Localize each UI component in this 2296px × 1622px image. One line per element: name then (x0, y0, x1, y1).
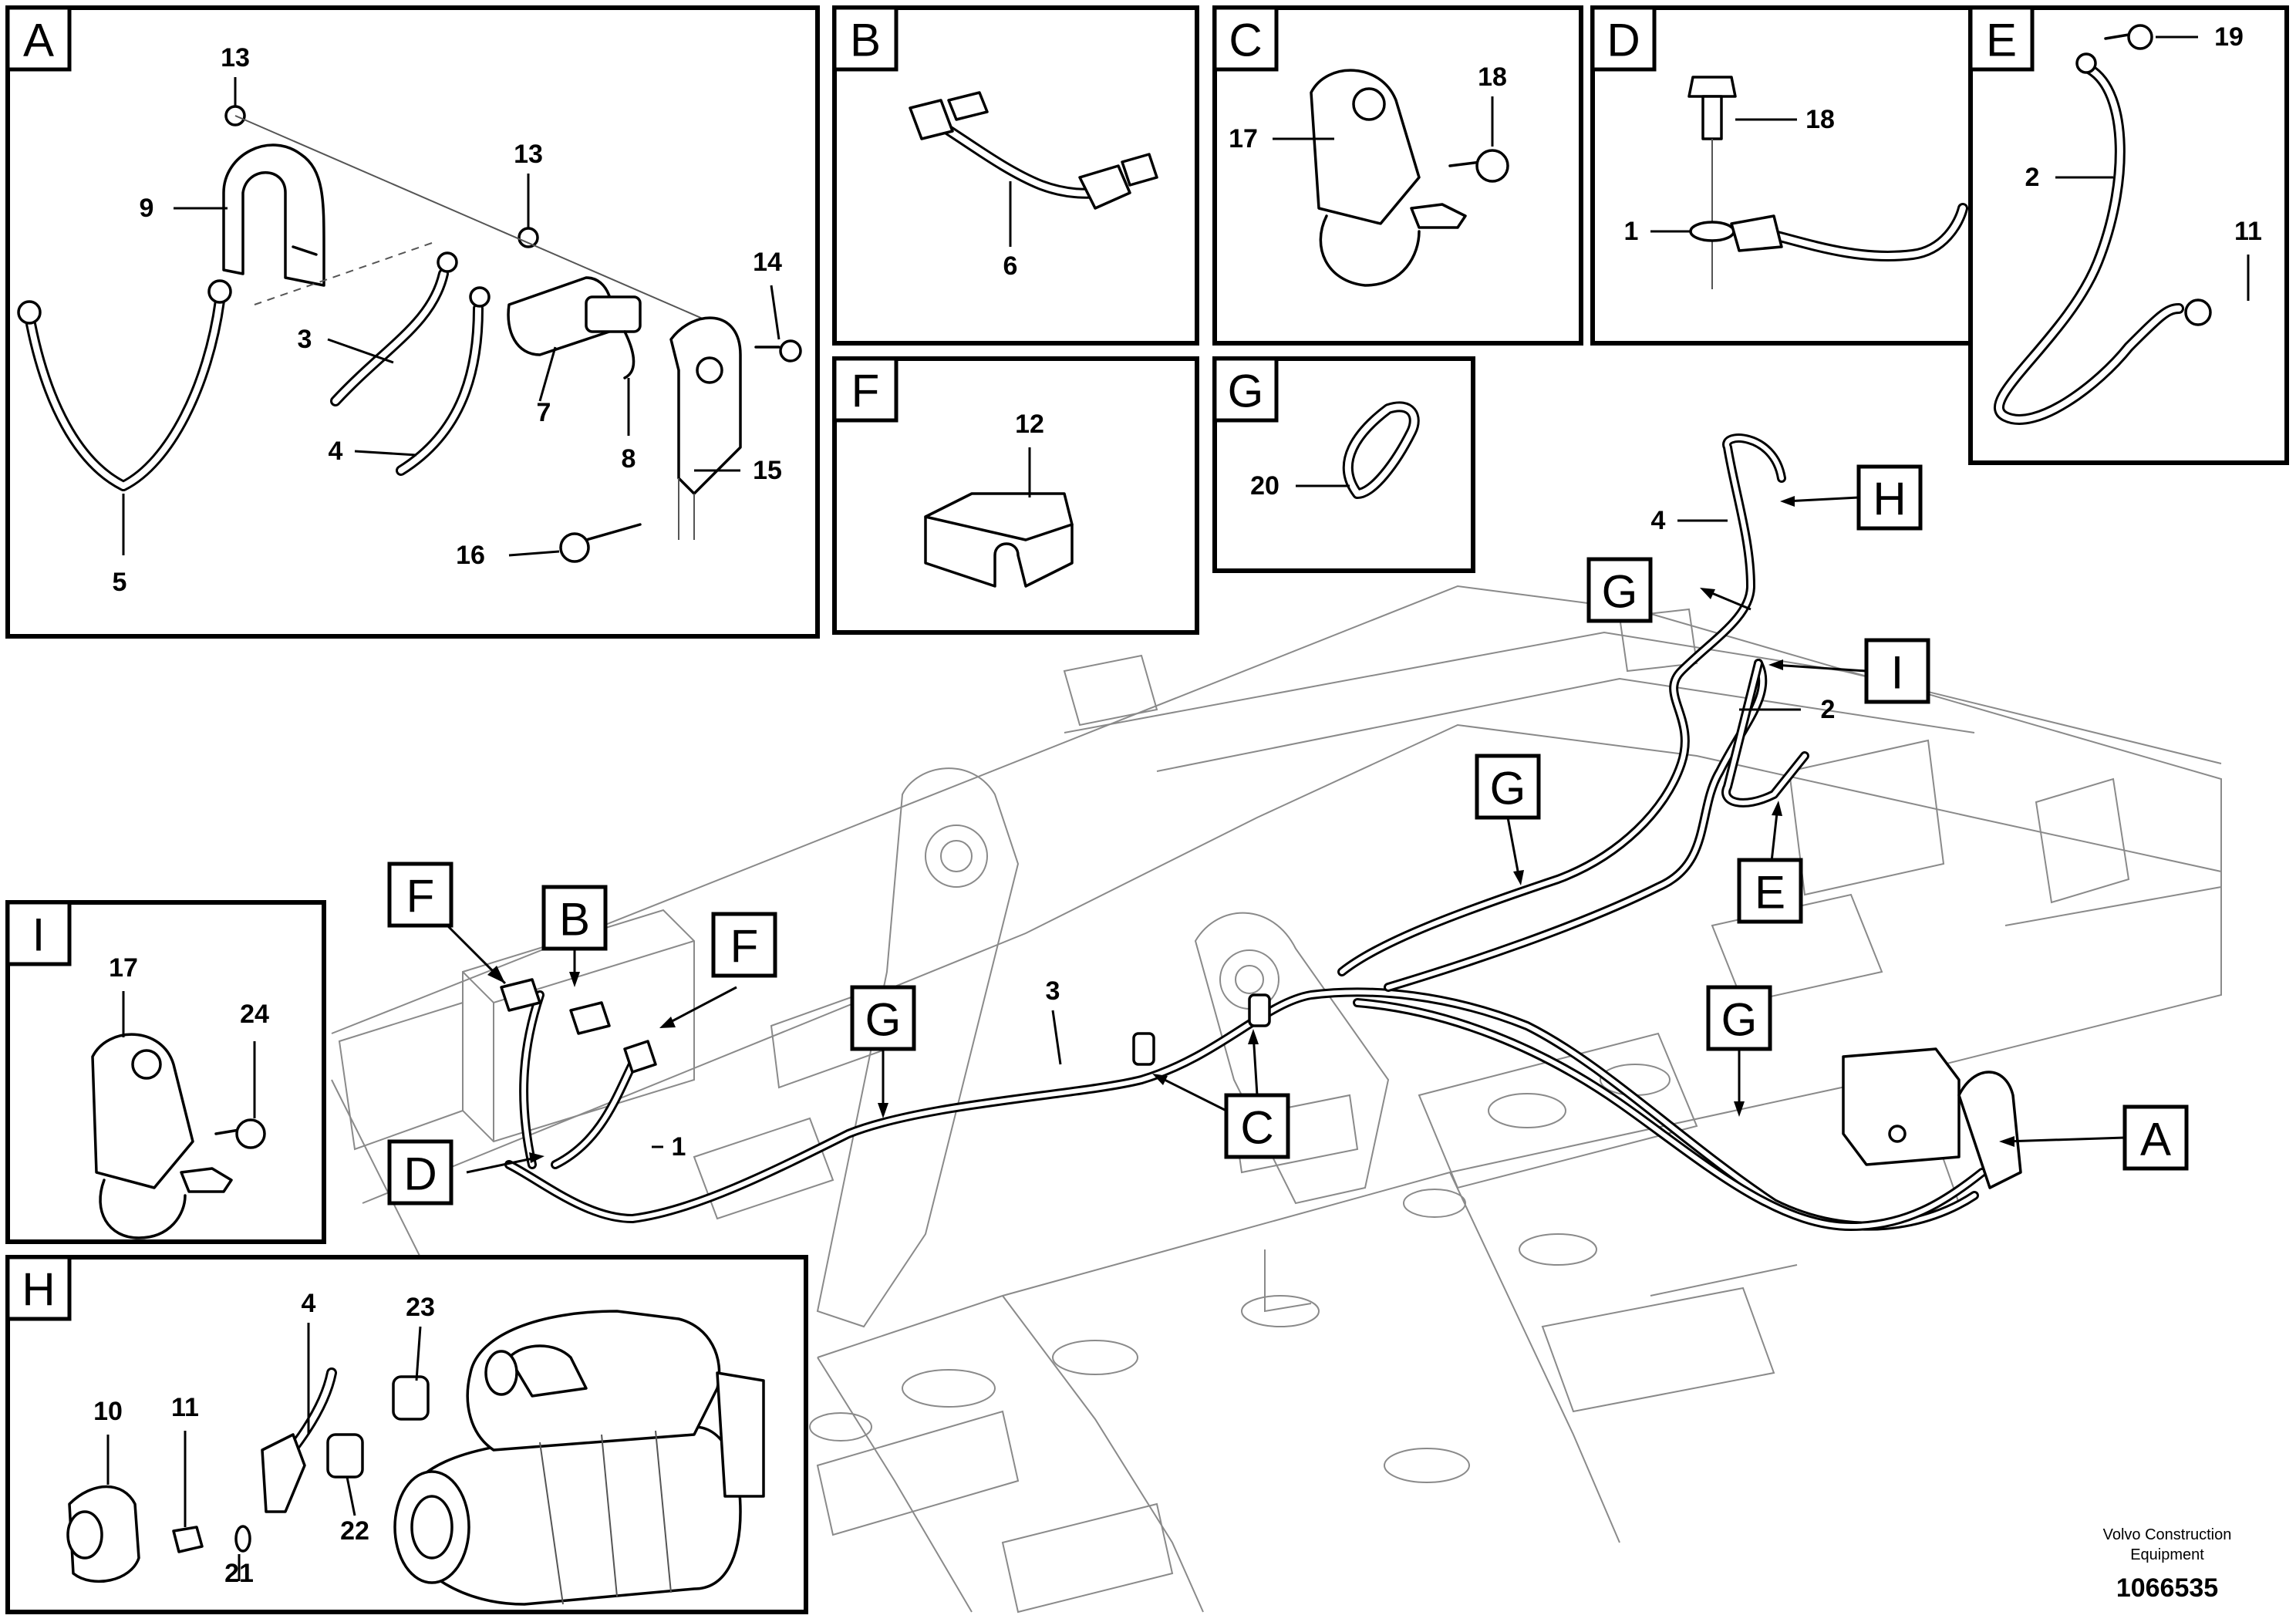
label-2: 2 (1821, 695, 1836, 724)
panel-h-tag: H (22, 1264, 55, 1316)
panel-f-tag: F (851, 366, 880, 417)
footer-block: Volvo Construction Equipment 1066535 (2103, 1526, 2232, 1603)
panel-i: I 17 24 (5, 900, 326, 1244)
label-6: 6 (1003, 251, 1018, 281)
label-2: 2 (2025, 163, 2040, 192)
label-3: 3 (298, 325, 312, 354)
panel-g: G 20 (1212, 356, 1475, 573)
label-11: 11 (2234, 217, 2262, 246)
callout-f: F (730, 921, 759, 973)
label-15: 15 (753, 456, 782, 485)
callout-h: H (1873, 474, 1906, 525)
callout-e: E (1755, 867, 1785, 919)
callout-d: D (403, 1148, 437, 1200)
label-18: 18 (1805, 105, 1835, 134)
label-17: 17 (1229, 124, 1258, 153)
callout-a: A (2140, 1114, 2171, 1165)
label-7: 7 (537, 398, 551, 427)
label-23: 23 (406, 1293, 435, 1322)
label-13: 13 (514, 140, 543, 169)
label-18: 18 (1478, 62, 1507, 92)
label-1: 1 (1624, 217, 1639, 246)
callout-i: I (1891, 647, 1904, 699)
footer-company: Volvo Construction (2103, 1526, 2232, 1543)
label-9: 9 (140, 194, 154, 223)
panel-e: E 19 2 11 (1968, 5, 2289, 465)
label-4: 4 (302, 1289, 316, 1318)
callout-c: C (1240, 1102, 1273, 1154)
panel-b-tag: B (850, 15, 881, 66)
cable-routing (500, 433, 2022, 1231)
panel-h: H 4 23 10 11 22 21 (5, 1255, 808, 1614)
panel-e-tag: E (1986, 15, 2017, 66)
panel-c-tag: C (1229, 15, 1262, 66)
callout-g: G (865, 994, 902, 1046)
footer-reference-number: 1066535 (2116, 1573, 2218, 1603)
label-21: 21 (224, 1559, 254, 1588)
panel-d: D 18 1 (1590, 5, 1977, 346)
label-16: 16 (456, 541, 485, 570)
callout-g: G (1602, 566, 1638, 618)
label-3: 3 (1046, 976, 1060, 1006)
label-4: 4 (1651, 506, 1666, 535)
label-10: 10 (93, 1397, 123, 1426)
label-14: 14 (753, 248, 782, 277)
label-11: 11 (171, 1393, 199, 1422)
label-19: 19 (2214, 22, 2244, 52)
panel-g-tag: G (1228, 366, 1264, 417)
label-17: 17 (109, 953, 138, 983)
footer-company-line2: Equipment (2130, 1546, 2204, 1563)
label-24: 24 (240, 1000, 269, 1029)
main-callouts: F B F G D C G G E I H G A 4 2 3 1 (387, 464, 2189, 1206)
callout-g: G (1721, 994, 1758, 1046)
panel-i-tag: I (32, 909, 46, 961)
panel-f: F 12 (832, 356, 1199, 635)
label-22: 22 (340, 1516, 369, 1546)
label-12: 12 (1015, 410, 1044, 439)
label-8: 8 (622, 444, 636, 474)
panel-a-tag: A (23, 15, 54, 66)
panel-b: B 6 (832, 5, 1199, 346)
label-1: 1 (672, 1132, 686, 1162)
label-20: 20 (1250, 471, 1279, 501)
panel-c: C 18 17 (1212, 5, 1583, 346)
panel-a: A (5, 5, 820, 639)
callout-g: G (1490, 763, 1526, 814)
callout-b: B (559, 894, 590, 946)
label-4: 4 (329, 437, 343, 466)
callout-f: F (406, 871, 435, 922)
label-13: 13 (221, 43, 250, 73)
label-5: 5 (113, 568, 127, 597)
panel-d-tag: D (1607, 15, 1640, 66)
